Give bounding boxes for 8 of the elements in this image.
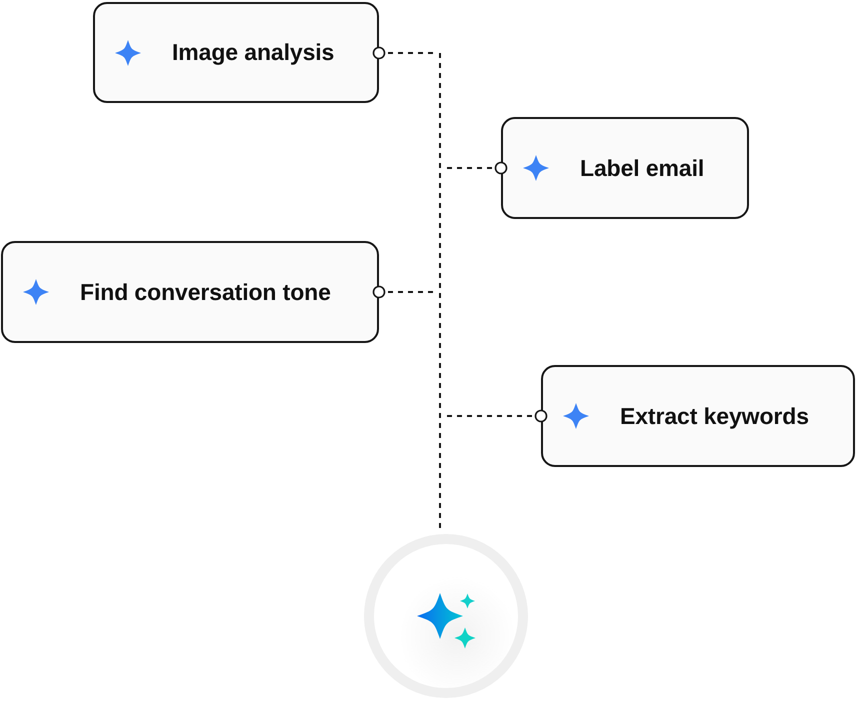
task-card	[541, 365, 855, 467]
task-card	[501, 117, 749, 219]
card-label: Label email	[580, 154, 704, 182]
card-label: Extract keywords	[620, 402, 809, 430]
card-label: Image analysis	[172, 39, 334, 66]
task-card	[1, 241, 379, 343]
task-card	[93, 2, 379, 103]
card-label: Find conversation tone	[80, 278, 331, 306]
